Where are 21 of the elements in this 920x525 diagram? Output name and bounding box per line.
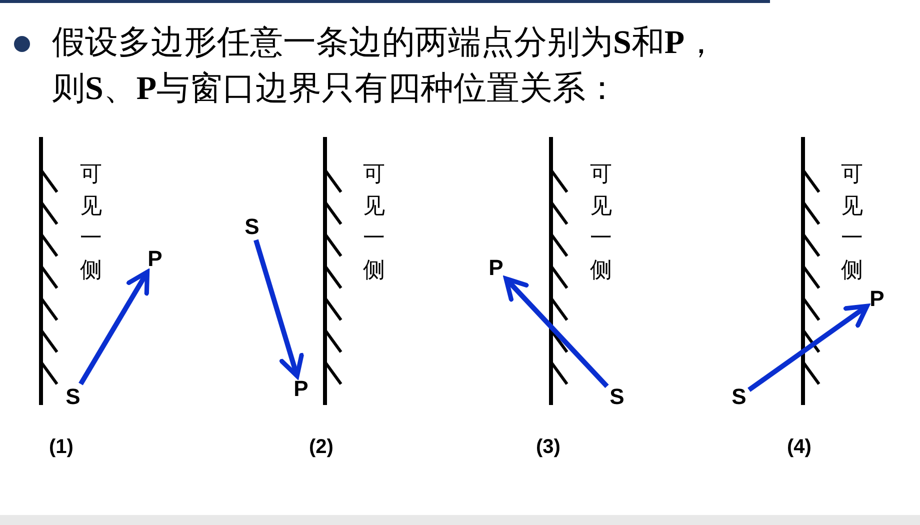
panel-number: (3) (536, 436, 560, 459)
visible-side-label: 可见一侧 (80, 160, 102, 284)
arrow (748, 304, 870, 392)
panel-number: (4) (787, 436, 812, 459)
visible-side-label: 可见一侧 (590, 160, 612, 284)
endpoint-label: P (146, 247, 164, 271)
arrow (504, 276, 609, 388)
endpoint-label: S (608, 385, 626, 409)
endpoint-label: P (487, 256, 505, 280)
visible-side-label: 可见一侧 (363, 160, 385, 284)
endpoint-label: P (868, 287, 886, 311)
visible-side-label: 可见一侧 (841, 160, 863, 284)
arrow (254, 239, 304, 378)
arrow (78, 270, 150, 386)
endpoint-label: S (730, 385, 748, 409)
heading-text: 假设多边形任意一条边的两端点分别为S和P，则S、P与窗口边界只有四种位置关系： (52, 24, 719, 109)
panel-number: (1) (49, 436, 74, 459)
panel-number: (2) (309, 436, 334, 459)
endpoint-label: S (243, 215, 261, 239)
endpoint-label: S (64, 385, 82, 409)
endpoint-label: P (292, 377, 310, 401)
